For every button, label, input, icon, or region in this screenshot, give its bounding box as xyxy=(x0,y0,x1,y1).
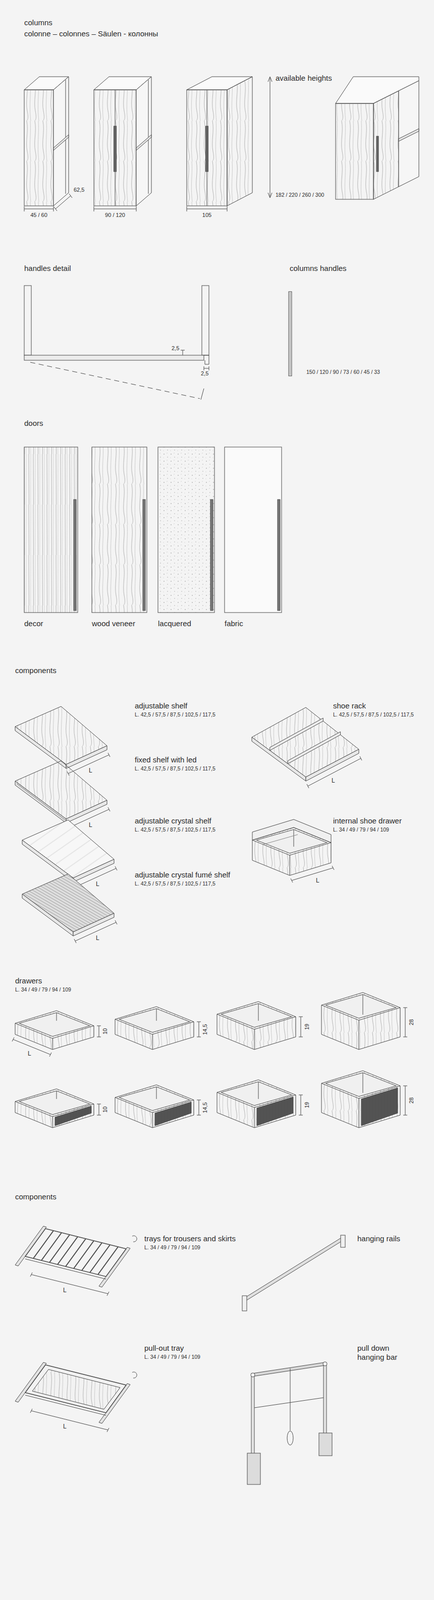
dimension-value: 2,5 xyxy=(171,345,180,352)
length-options: L. 42,5 / 57,5 / 87,5 / 102,5 / 117,5 xyxy=(134,880,216,888)
component-name: pull-out tray xyxy=(144,1343,184,1353)
length-options: L. 34 / 49 / 79 / 94 / 109 xyxy=(144,1244,201,1252)
length-symbol: L xyxy=(95,880,100,888)
drawers-drawing xyxy=(12,992,408,1128)
length-symbol: L xyxy=(331,777,336,785)
component-name: internal shoe drawer xyxy=(333,816,402,826)
component-name: hanging rails xyxy=(357,1234,401,1244)
length-options: L. 42,5 / 57,5 / 87,5 / 102,5 / 117,5 xyxy=(134,765,216,773)
shelves-drawing xyxy=(15,706,362,944)
accessories-drawing xyxy=(15,1226,346,1485)
drawer-height: 10 xyxy=(101,1028,109,1035)
drawer-height: 19 xyxy=(303,1102,311,1109)
component-name: trays for trousers and skirts xyxy=(144,1234,236,1244)
section-subtitle: colonne – colonnes – Säulen - колонны xyxy=(24,29,158,39)
length-options: L. 42,5 / 57,5 / 87,5 / 102,5 / 117,5 xyxy=(333,711,414,719)
columns-drawing xyxy=(24,76,419,212)
section-title: handles detail xyxy=(24,263,72,274)
section-title: columns handles xyxy=(289,263,347,274)
dimension-value: 90 / 120 xyxy=(104,211,126,219)
drawer-height: 28 xyxy=(408,1097,415,1104)
door-finish-name: fabric xyxy=(224,619,244,629)
dimension-value: 150 / 120 / 90 / 73 / 60 / 45 / 33 xyxy=(306,368,381,376)
drawer-height: 28 xyxy=(408,1019,415,1026)
length-symbol: L xyxy=(95,934,100,942)
door-finish-name: lacquered xyxy=(157,619,192,629)
component-name: adjustable crystal fumé shelf xyxy=(134,870,231,880)
length-symbol: L xyxy=(63,1423,67,1431)
length-symbol: L xyxy=(315,877,320,885)
component-name: pull down hanging bar xyxy=(357,1343,418,1363)
dimension-value: 182 / 220 / 260 / 300 xyxy=(275,191,324,199)
section-title: doors xyxy=(24,418,44,428)
length-options: L. 42,5 / 57,5 / 87,5 / 102,5 / 117,5 xyxy=(134,826,216,834)
length-options: L. 34 / 49 / 79 / 94 / 109 xyxy=(333,826,390,834)
drawer-height: 19 xyxy=(303,1023,311,1030)
length-symbol: L xyxy=(63,1286,67,1294)
dimension-value: 2,5 xyxy=(200,370,209,377)
drawer-height: 14,5 xyxy=(201,1102,209,1113)
component-name: adjustable shelf xyxy=(134,701,188,711)
length-symbol: L xyxy=(27,1050,32,1058)
length-options: L. 34 / 49 / 79 / 94 / 109 xyxy=(15,986,72,994)
door-finishes xyxy=(24,447,282,613)
length-options: L. 34 / 49 / 79 / 94 / 109 xyxy=(144,1353,201,1361)
component-name: adjustable crystal shelf xyxy=(134,816,212,826)
section-title: components xyxy=(15,666,57,676)
section-title: components xyxy=(15,1192,57,1202)
drawer-height: 10 xyxy=(101,1106,109,1113)
dimension-caption: available heights xyxy=(275,73,333,83)
component-name: shoe rack xyxy=(333,701,366,711)
dimension-value: 45 / 60 xyxy=(30,211,48,219)
section-title: drawers xyxy=(15,976,42,986)
length-symbol: L xyxy=(88,821,93,829)
door-finish-name: wood veneer xyxy=(91,619,136,629)
handle-detail-drawing xyxy=(24,285,292,400)
section-title: columns xyxy=(24,18,53,28)
drawer-height: 14,5 xyxy=(201,1023,209,1035)
dimension-value: 62,5 xyxy=(73,186,85,194)
door-finish-name: decor xyxy=(24,619,44,629)
length-symbol: L xyxy=(88,767,93,775)
dimension-value: 105 xyxy=(202,211,212,219)
length-options: L. 42,5 / 57,5 / 87,5 / 102,5 / 117,5 xyxy=(134,711,216,719)
component-name: fixed shelf with led xyxy=(134,755,197,765)
